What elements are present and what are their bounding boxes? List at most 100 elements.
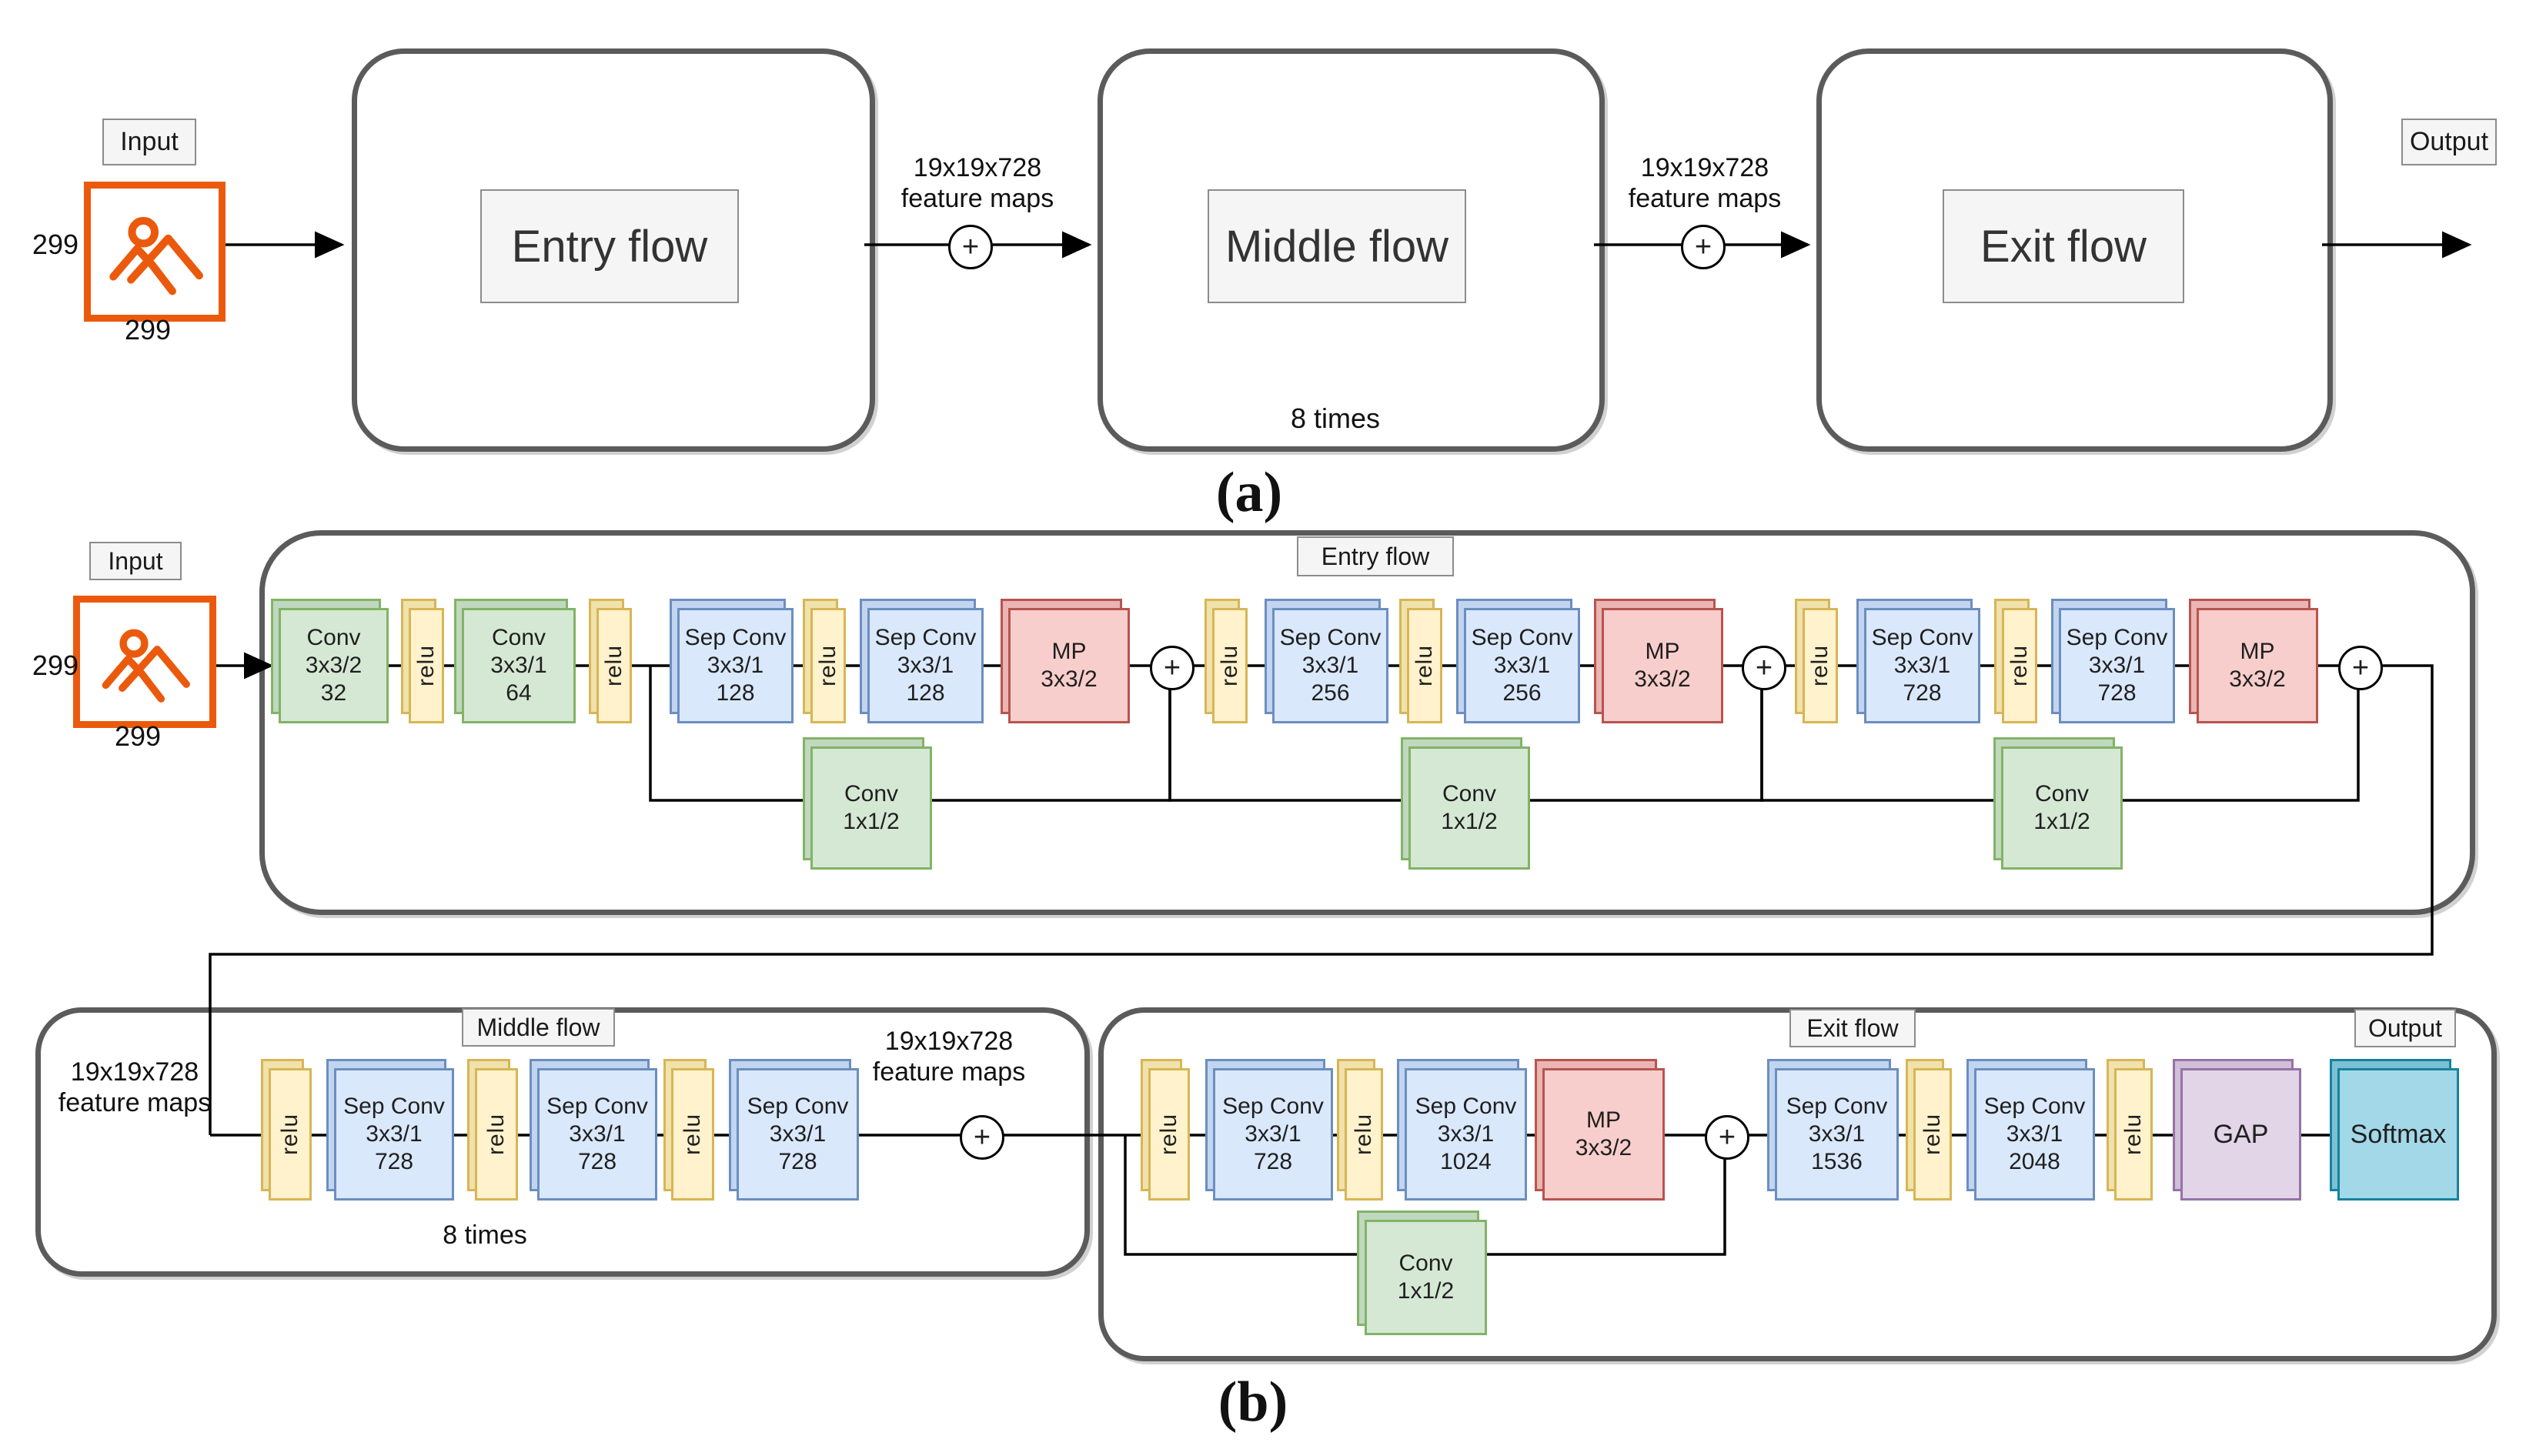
block-label: Sep Conv 3x3/1 1024 bbox=[1415, 1094, 1517, 1174]
block-relu: relu bbox=[1407, 608, 1442, 723]
plus-circle-b1: + bbox=[1150, 646, 1195, 690]
block-label: Conv 3x3/1 64 bbox=[490, 625, 547, 706]
block-maxpool: MP 3x3/2 bbox=[2197, 608, 2318, 723]
block-sepconv-728: Sep Conv 3x3/1 728 bbox=[1213, 1068, 1333, 1201]
feature-maps-out-text: 19x19x728 feature maps bbox=[872, 1027, 1026, 1087]
block-label: relu bbox=[1412, 644, 1437, 687]
feature-maps-label-2-text: 19x19x728 feature maps bbox=[1628, 153, 1782, 213]
block-sepconv-728: Sep Conv 3x3/1 728 bbox=[1864, 608, 1980, 723]
block-skip-conv-3: Conv 1x1/2 bbox=[2001, 746, 2123, 870]
output-label-b-text: Output bbox=[2367, 1014, 2443, 1042]
block-maxpool: MP 3x3/2 bbox=[1542, 1068, 1665, 1201]
block-label: relu bbox=[2006, 644, 2032, 687]
output-label-b: Output bbox=[2354, 1009, 2456, 1047]
image-icon bbox=[109, 216, 203, 296]
block-label: relu bbox=[1920, 1113, 1945, 1156]
block-sepconv-1536: Sep Conv 3x3/1 1536 bbox=[1775, 1068, 1899, 1201]
block-sepconv-1024: Sep Conv 3x3/1 1024 bbox=[1405, 1068, 1527, 1201]
dim-bottom-b: 299 bbox=[104, 720, 172, 753]
exit-flow-label-a-text: Exit flow bbox=[1980, 221, 2147, 272]
block-relu: relu bbox=[269, 1068, 312, 1201]
block-label: Sep Conv 3x3/1 128 bbox=[874, 625, 977, 706]
block-label: MP 3x3/2 bbox=[2229, 639, 2286, 692]
block-label: relu bbox=[1807, 644, 1833, 687]
dim-left-b-text: 299 bbox=[32, 650, 79, 681]
feature-maps-out-label: 19x19x728 feature maps bbox=[860, 1027, 1037, 1087]
feature-maps-label-2: 19x19x728 feature maps bbox=[1612, 153, 1797, 213]
output-label-a-text: Output bbox=[2409, 127, 2489, 156]
entry-flow-label-a: Entry flow bbox=[480, 189, 739, 303]
block-label: Conv 3x3/2 32 bbox=[305, 625, 363, 706]
block-relu: relu bbox=[671, 1068, 714, 1201]
caption-b-text: (b) bbox=[1218, 1371, 1288, 1434]
block-sepconv-128: Sep Conv 3x3/1 128 bbox=[677, 608, 794, 723]
block-label: Sep Conv 3x3/1 728 bbox=[343, 1094, 445, 1174]
input-label-a: Input bbox=[102, 119, 196, 165]
block-softmax: Softmax bbox=[2337, 1068, 2459, 1201]
block-label: relu bbox=[815, 644, 840, 687]
block-label: Softmax bbox=[2350, 1120, 2447, 1149]
block-relu: relu bbox=[1345, 1068, 1383, 1201]
block-relu: relu bbox=[1803, 608, 1838, 723]
middle-flow-label-b: Middle flow bbox=[462, 1008, 615, 1047]
block-sepconv-2048: Sep Conv 3x3/1 2048 bbox=[1974, 1068, 2095, 1201]
block-label: MP 3x3/2 bbox=[1575, 1107, 1632, 1160]
block-sepconv-728: Sep Conv 3x3/1 728 bbox=[737, 1068, 859, 1201]
plus-circle-b2: + bbox=[1742, 646, 1786, 690]
block-label: Sep Conv 3x3/1 1536 bbox=[1786, 1094, 1888, 1174]
block-sepconv-728: Sep Conv 3x3/1 728 bbox=[334, 1068, 454, 1201]
repeat-note-b: 8 times bbox=[416, 1218, 554, 1252]
dim-bottom-b-text: 299 bbox=[114, 720, 162, 752]
plus-circle-a1: + bbox=[948, 225, 993, 269]
block-skip-conv-1: Conv 1x1/2 bbox=[810, 746, 932, 870]
block-conv-64: Conv 3x3/1 64 bbox=[462, 608, 576, 723]
exit-flow-label-b: Exit flow bbox=[1789, 1009, 1916, 1047]
entry-flow-label-b: Entry flow bbox=[1297, 536, 1454, 576]
block-label: Sep Conv 3x3/1 728 bbox=[747, 1094, 849, 1174]
block-relu: relu bbox=[1148, 1068, 1190, 1201]
block-conv-32: Conv 3x3/2 32 bbox=[279, 608, 389, 723]
caption-b: (b) bbox=[1168, 1367, 1338, 1438]
plus-circle-b3: + bbox=[2338, 646, 2383, 690]
block-label: MP 3x3/2 bbox=[1041, 639, 1098, 692]
middle-flow-label-a-text: Middle flow bbox=[1225, 221, 1449, 272]
feature-maps-label-1-text: 19x19x728 feature maps bbox=[900, 153, 1054, 213]
feature-maps-label-1: 19x19x728 feature maps bbox=[885, 153, 1070, 213]
dim-bottom-a-text: 299 bbox=[124, 314, 172, 346]
block-label: relu bbox=[413, 644, 439, 687]
block-label: Sep Conv 3x3/1 728 bbox=[546, 1094, 648, 1174]
block-label: relu bbox=[601, 644, 626, 687]
input-image-a bbox=[84, 182, 226, 322]
dim-left-b: 299 bbox=[11, 650, 79, 682]
block-label: Sep Conv 3x3/1 128 bbox=[684, 625, 787, 706]
block-sepconv-256: Sep Conv 3x3/1 256 bbox=[1272, 608, 1388, 723]
dim-left-a-text: 299 bbox=[32, 229, 79, 260]
input-label-a-text: Input bbox=[120, 127, 179, 156]
dim-left-a: 299 bbox=[11, 229, 79, 261]
plus-circle-exit: + bbox=[1705, 1115, 1749, 1160]
exit-flow-label-a: Exit flow bbox=[1943, 189, 2184, 303]
repeat-note-a: 8 times bbox=[1266, 402, 1405, 436]
feature-maps-in-label: 19x19x728 feature maps bbox=[46, 1057, 223, 1117]
block-sepconv-256: Sep Conv 3x3/1 256 bbox=[1464, 608, 1580, 723]
block-label: GAP bbox=[2213, 1120, 2269, 1149]
caption-a-text: (a) bbox=[1215, 461, 1283, 524]
entry-flow-label-b-text: Entry flow bbox=[1321, 542, 1430, 570]
block-relu: relu bbox=[2002, 608, 2037, 723]
block-label: relu bbox=[483, 1113, 509, 1156]
repeat-note-a-text: 8 times bbox=[1290, 402, 1381, 434]
block-label: relu bbox=[1217, 644, 1242, 687]
block-maxpool: MP 3x3/2 bbox=[1008, 608, 1130, 723]
caption-a: (a) bbox=[1164, 457, 1334, 528]
input-image-b bbox=[73, 596, 216, 728]
dim-bottom-a: 299 bbox=[114, 314, 182, 346]
block-label: relu bbox=[2120, 1113, 2146, 1156]
block-skip-conv-2: Conv 1x1/2 bbox=[1408, 746, 1530, 870]
block-label: relu bbox=[1351, 1113, 1376, 1156]
block-skip-conv-exit: Conv 1x1/2 bbox=[1365, 1220, 1487, 1335]
block-sepconv-128: Sep Conv 3x3/1 128 bbox=[867, 608, 984, 723]
block-relu: relu bbox=[409, 608, 444, 723]
middle-flow-label-a: Middle flow bbox=[1208, 189, 1466, 303]
block-label: Sep Conv 3x3/1 2048 bbox=[1983, 1094, 2086, 1174]
